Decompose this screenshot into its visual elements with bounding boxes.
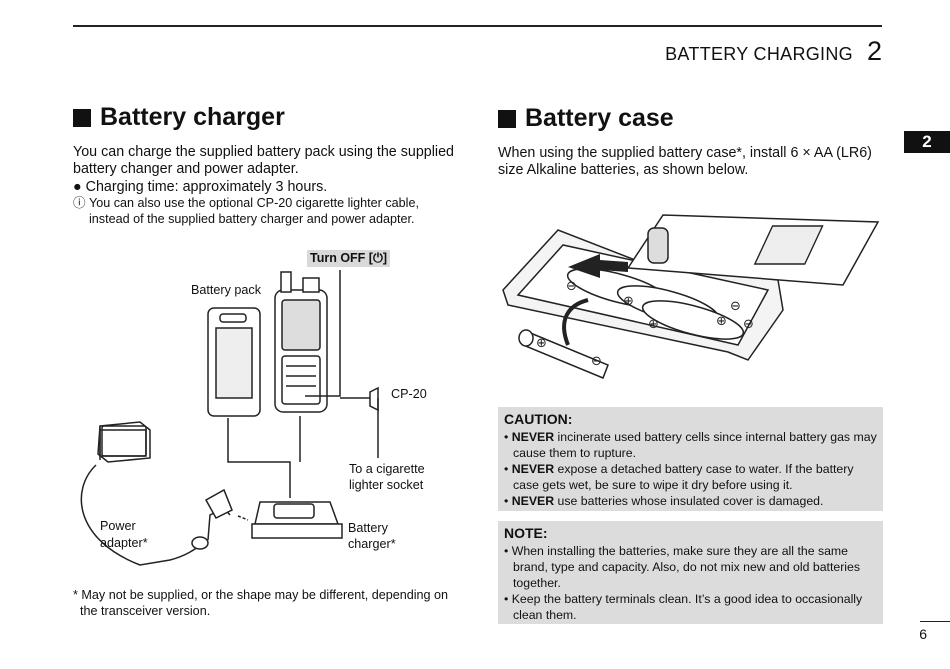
battery-charger-label-1: Battery: [348, 521, 388, 535]
cigarette-socket-label-2: lighter socket: [349, 478, 424, 492]
battery-case-cover-illustration: [626, 214, 880, 286]
page-number: 6: [919, 626, 927, 642]
battery-case-diagram: ⊕ ⊖ ⊖ ⊕ ⊕ ⊖ ⊕ ⊖: [502, 214, 880, 379]
insert-arrow-icon: [568, 254, 628, 278]
minus-terminal-icon: ⊖: [566, 279, 577, 294]
plus-terminal-icon: ⊕: [716, 314, 727, 329]
page-header: BATTERY CHARGING 2: [665, 36, 882, 67]
turn-off-label: Turn OFF [⏻]: [307, 250, 390, 267]
note-title: NOTE:: [504, 525, 548, 541]
cp20-note: ⓘ You can also use the optional CP-20 ci…: [73, 196, 419, 226]
transceiver-illustration: [274, 271, 328, 413]
battery-pack-illustration: [207, 307, 261, 417]
battery-case-intro: When using the supplied battery case*, i…: [498, 145, 872, 178]
caution-item: • NEVER expose a detached battery case t…: [504, 462, 854, 492]
cp20-label: CP-20: [391, 387, 427, 401]
bullet-dot-icon: ●: [73, 179, 82, 195]
caution-title: CAUTION:: [504, 411, 573, 427]
charging-time-bullet: ● Charging time: approximately 3 hours.: [73, 179, 328, 195]
aa-battery-illustration: [518, 329, 609, 379]
battery-pack-label: Battery pack: [191, 283, 261, 297]
cigarette-socket-label-1: To a cigarette: [349, 462, 425, 476]
battery-charger-illustration: [251, 501, 343, 539]
power-adapter-label-2: adapter*: [100, 536, 148, 550]
chapter-tab: 2: [904, 131, 950, 153]
charger-intro: You can charge the supplied battery pack…: [73, 144, 454, 177]
square-bullet-icon: [498, 109, 516, 128]
cp20-cable-illustration: [340, 386, 379, 458]
battery-charger-heading: Battery charger: [73, 103, 285, 132]
charger-diagram: [80, 270, 379, 566]
header-rule: [73, 25, 882, 27]
caution-box: CAUTION: • NEVER incinerate used battery…: [498, 407, 883, 511]
caution-item: • NEVER incinerate used battery cells si…: [504, 430, 877, 460]
minus-terminal-icon: ⊖: [743, 317, 754, 332]
plus-terminal-icon: ⊕: [536, 336, 547, 351]
battery-charger-label-2: charger*: [348, 537, 396, 551]
note-box: NOTE: • When installing the batteries, m…: [498, 521, 883, 624]
power-adapter-illustration: [80, 421, 249, 566]
section-title: BATTERY CHARGING: [665, 44, 853, 64]
footnote-line-2: the transceiver version.: [80, 604, 211, 618]
minus-terminal-icon: ⊖: [591, 354, 602, 369]
power-adapter-label-1: Power: [100, 519, 136, 533]
plus-terminal-icon: ⊕: [648, 317, 659, 332]
footnote-line-1: * May not be supplied, or the shape may …: [73, 588, 449, 602]
info-icon: ⓘ: [73, 196, 86, 210]
chapter-number: 2: [866, 36, 882, 66]
battery-case-heading: Battery case: [498, 104, 674, 133]
minus-terminal-icon: ⊖: [730, 299, 741, 314]
page-number-rule: [920, 621, 950, 622]
note-item: • Keep the battery terminals clean. It’s…: [504, 592, 863, 622]
note-item: • When installing the batteries, make su…: [504, 544, 861, 590]
caution-item: • NEVER use batteries whose insulated co…: [504, 494, 824, 508]
plus-terminal-icon: ⊕: [623, 294, 634, 309]
square-bullet-icon: [73, 108, 91, 127]
